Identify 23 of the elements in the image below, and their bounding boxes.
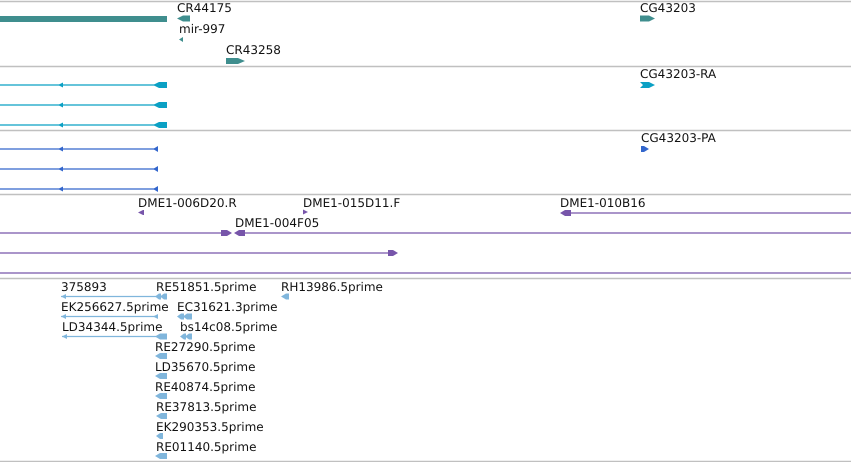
- feature-label: RH13986.5prime: [281, 280, 383, 294]
- feature-label: RE51851.5prime: [156, 280, 256, 294]
- feature-label: CG43203: [640, 1, 696, 15]
- feature-label: RE27290.5prime: [155, 340, 256, 354]
- feature-label: DME1-004F05: [235, 216, 320, 230]
- feature-label: CG43203-RA: [640, 67, 716, 81]
- feature-label: CR43258: [226, 43, 281, 57]
- feature-label: RE37813.5prime: [156, 400, 256, 414]
- feature-label: RE40874.5prime: [155, 380, 256, 394]
- feature-label: DME1-010B16: [560, 196, 646, 210]
- feature-label: EC31621.3prime: [177, 300, 278, 314]
- feature-label: 375893: [61, 280, 107, 294]
- feature-label: bs14c08.5prime: [180, 320, 278, 334]
- feature-label: LD35670.5prime: [155, 360, 256, 374]
- feature-label: LD34344.5prime: [62, 320, 163, 334]
- feature-label: CR44175: [177, 1, 232, 15]
- feature-label: EK290353.5prime: [156, 420, 264, 434]
- feature-label: CG43203-PA: [641, 131, 716, 145]
- feature-label: RE01140.5prime: [156, 440, 256, 454]
- feature-label: mir-997: [179, 22, 226, 36]
- feature-label: DME1-015D11.F: [303, 196, 400, 210]
- feature-label: DME1-006D20.R: [138, 196, 237, 210]
- feature-label: EK256627.5prime: [61, 300, 169, 314]
